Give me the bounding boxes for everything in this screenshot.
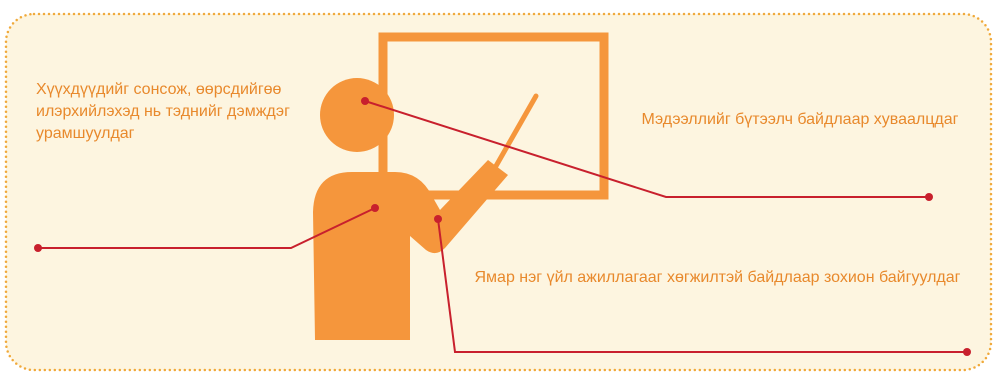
connector-dot-left-end — [34, 244, 42, 252]
teacher-head — [320, 78, 394, 152]
label-organizes-activities: Ямар нэг үйл ажиллагааг хөгжилтэй байдла… — [440, 267, 995, 289]
connector-dot-head — [361, 97, 369, 105]
connector-dot-body — [371, 204, 379, 212]
label-encourages-children: Хүүхдүүдийг сонсож, өөрсдийгөө илэрхийлэ… — [36, 79, 326, 145]
connector-dot-right-end — [925, 193, 933, 201]
connector-dot-bottom-end — [963, 348, 971, 356]
label-shares-information: Мэдээллийг бүтээлч байдлаар хуваалцдаг — [630, 109, 970, 131]
connector-dot-arm — [434, 215, 442, 223]
